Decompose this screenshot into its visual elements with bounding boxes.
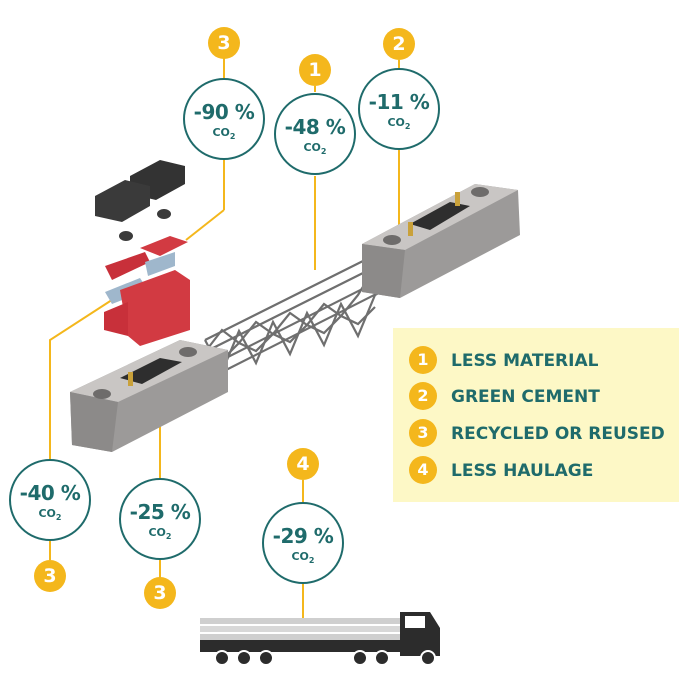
co2-bubble-unit: CO2 (387, 116, 411, 132)
co2-bubble-unit: CO2 (212, 126, 236, 142)
co2-bubble-unit: CO2 (303, 141, 327, 157)
co2-bubble-unit: CO2 (291, 550, 315, 566)
legend-badge: 4 (409, 456, 437, 484)
left-concrete-block (70, 340, 228, 452)
callout-badge-bottom-middle: 3 (144, 577, 176, 609)
flatbed-truck-icon (200, 612, 440, 666)
legend-label: GREEN CEMENT (451, 387, 600, 407)
legend-badge: 3 (409, 419, 437, 447)
co2-bubble-top-left: -90 % CO2 (183, 78, 265, 160)
legend-box: 1 LESS MATERIAL 2 GREEN CEMENT 3 RECYCLE… (393, 328, 679, 502)
connector-line (185, 209, 225, 241)
callout-badge-bottom-left: 3 (34, 560, 66, 592)
co2-bubble-top-right: -11 % CO2 (358, 68, 440, 150)
co2-bubble-value: -48 % (284, 115, 346, 139)
connector-lines (49, 56, 400, 620)
connector-line (49, 295, 119, 460)
callout-badge-top-left: 3 (208, 27, 240, 59)
callout-badge-top-middle: 1 (299, 54, 331, 86)
legend-label: LESS MATERIAL (451, 351, 599, 371)
co2-bubble-top-middle: -48 % CO2 (274, 93, 356, 175)
callout-badge-truck: 4 (287, 448, 319, 480)
co2-bubble-value: -90 % (193, 100, 255, 124)
co2-bubble-value: -11 % (368, 90, 430, 114)
co2-bubble-value: -40 % (19, 481, 81, 505)
co2-bubble-value: -25 % (129, 500, 191, 524)
legend-badge: 1 (409, 346, 437, 374)
legend-label: LESS HAULAGE (451, 461, 594, 481)
co2-bubble-bottom-left: -40 % CO2 (9, 459, 91, 541)
co2-bubble-unit: CO2 (38, 507, 62, 523)
co2-bubble-bottom-middle: -25 % CO2 (119, 478, 201, 560)
legend-label: RECYCLED OR REUSED (451, 424, 665, 444)
co2-bubble-truck: -29 % CO2 (262, 502, 344, 584)
legend-badge: 2 (409, 382, 437, 410)
co2-bubble-value: -29 % (272, 524, 334, 548)
co2-bubble-unit: CO2 (148, 526, 172, 542)
right-concrete-block (362, 184, 520, 298)
callout-badge-top-right: 2 (383, 28, 415, 60)
fastening-components (95, 160, 190, 346)
